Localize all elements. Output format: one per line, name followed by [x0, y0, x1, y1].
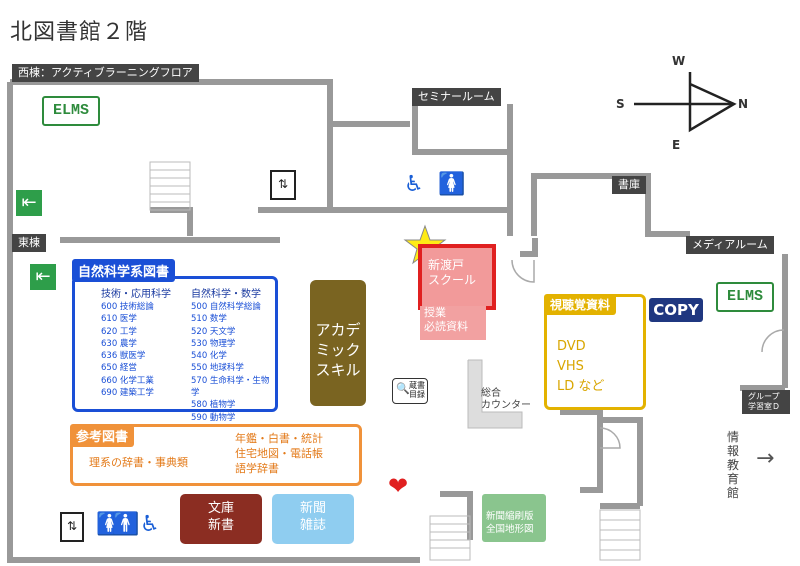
reference-left-text: 理系の辞書・事典類: [89, 456, 188, 469]
womens-restroom-icon: 🚺: [438, 172, 466, 197]
newspaper-magazine-area: 新聞雑誌: [272, 494, 354, 544]
west-wing-label: 西棟：アクティブラーニングフロア: [12, 64, 199, 82]
compass-east: E: [672, 138, 681, 152]
bunko-shinsho-area: 文庫新書: [180, 494, 262, 544]
reference-title: 参考図書: [70, 424, 135, 447]
academic-skill-area: アカデ ミック スキル: [310, 280, 366, 406]
science-col1-head: 技術・応用科学: [101, 289, 171, 300]
general-counter: 総合カウンター: [481, 388, 531, 411]
elms-terminal-west: ELMS: [42, 96, 100, 126]
womens-restroom-icon: 🚺: [96, 512, 124, 537]
elevator-icon: ⇅: [60, 512, 84, 542]
science-col2-head: 自然科学・数学: [191, 289, 261, 300]
av-title: 視聴覚資料: [544, 294, 617, 315]
emergency-exit-icon: ⇤: [16, 190, 42, 216]
seminar-room-label: セミナールーム: [412, 88, 501, 106]
compass-south: S: [616, 97, 625, 111]
science-title: 自然科学系図書: [72, 259, 176, 282]
reference-right-list: 年鑑・白書・統計住宅地図・電話帳語学辞書: [235, 432, 323, 475]
shoko-label: 書庫: [612, 176, 646, 194]
group-study-label: グループ学習室Ｄ: [742, 390, 790, 414]
elms-terminal-media: ELMS: [716, 282, 774, 312]
catalog-terminal: 🔍 蔵書 目録: [392, 378, 428, 404]
nitobe-school-area: 新渡戸スクール: [418, 244, 496, 310]
compass-west: W: [672, 54, 686, 68]
compass-north: N: [738, 97, 749, 111]
search-icon: 🔍: [396, 382, 410, 395]
east-wing-label: 東棟: [12, 234, 46, 252]
accessible-icon: ♿: [140, 512, 160, 537]
media-room-label: メディアルーム: [686, 236, 774, 254]
accessible-icon: ♿: [404, 172, 424, 197]
info-education-building-label: 情報教育館: [727, 430, 740, 500]
emergency-exit-icon: ⇤: [30, 264, 56, 290]
copy-machine: COPY: [649, 298, 703, 322]
mens-restroom-icon: 🚹: [112, 512, 140, 537]
elevator-icon: ⇅: [270, 170, 296, 200]
right-arrow-icon: →: [756, 446, 775, 471]
newspaper-archive-area: 新聞縮刷版全国地形図: [482, 494, 546, 542]
aed-heart-icon: ❤: [388, 472, 409, 500]
reference-books-area: 参考図書 理系の辞書・事典類 年鑑・白書・統計住宅地図・電話帳語学辞書: [70, 424, 362, 486]
page-title: 北図書館２階: [10, 20, 149, 45]
course-reading-area: 授業必読資料: [420, 306, 486, 340]
